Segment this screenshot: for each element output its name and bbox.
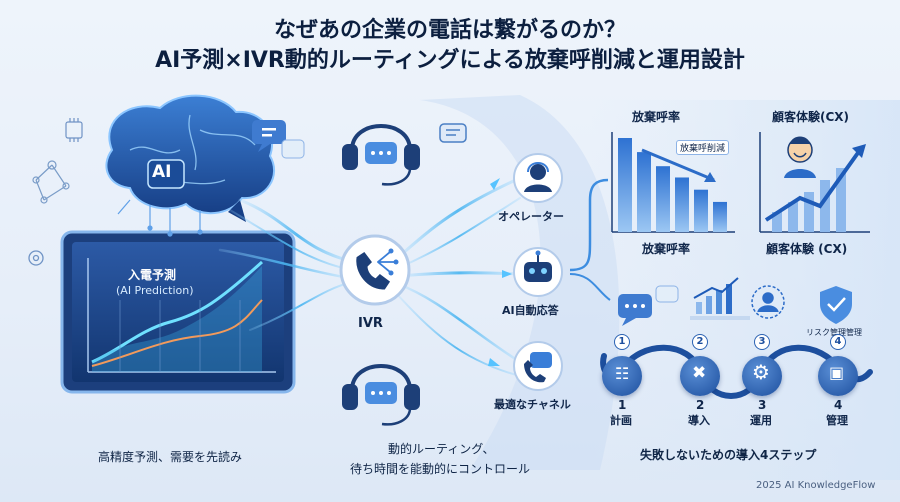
channel-operator-label: オペレーター	[498, 210, 564, 223]
abandon-bar-2	[637, 152, 651, 232]
risk-management-label: リスク管理管理	[806, 328, 862, 337]
footer-credit: 2025 AI KnowledgeFlow	[756, 480, 876, 491]
abandon-rate-bottom-label: 放棄呼率	[642, 242, 691, 256]
gear-icon: ⚙	[752, 360, 770, 384]
channel-chat-phone-circle	[513, 341, 563, 391]
chip-icon	[65, 118, 83, 142]
abandon-bar-series	[618, 138, 727, 232]
ai-brain-icon	[105, 94, 276, 222]
abandon-bar-1	[618, 138, 632, 232]
ivr-hub	[339, 234, 411, 306]
forecast-label: 入電予測	[128, 268, 177, 282]
abandon-reduction-tag: 放棄呼削減	[676, 140, 730, 155]
step-3-number-text: 3	[758, 398, 767, 412]
center-caption-line-1: 動的ルーティング、	[388, 442, 495, 456]
step-1-label: 計画	[610, 414, 632, 427]
shield-check-icon	[820, 286, 852, 324]
chat-bubble-small-icon	[439, 123, 467, 143]
step-4-circle	[818, 356, 858, 396]
step-2-number-text: 2	[696, 398, 705, 412]
cx-bottom-label: 顧客体験 (CX)	[766, 242, 848, 256]
briefcase-icon: ▣	[829, 363, 845, 382]
happy-customer-icon	[784, 136, 816, 178]
headset-bottom-icon	[342, 364, 420, 426]
chat-bubble-icon	[252, 120, 305, 159]
clipboard-icon: ☷	[615, 364, 630, 383]
step-3-number: 3	[754, 334, 770, 350]
abandon-rate-title: 放棄呼率	[632, 110, 681, 124]
step-2-label: 導入	[688, 414, 710, 427]
chat-bubble-steps-icon	[618, 285, 679, 326]
step-1-circle	[602, 356, 642, 396]
step-3-label: 運用	[750, 414, 772, 427]
title-line-2: AI予測×IVR動的ルーティングによる放棄呼削減と運用設計	[155, 48, 745, 73]
channel-robot-circle	[513, 247, 563, 297]
step-3-circle	[742, 356, 782, 396]
left-caption: 高精度予測、需要を先読み	[98, 450, 243, 464]
step-2-circle	[680, 356, 720, 396]
growth-chart-icon	[690, 277, 750, 320]
gear-deco-icon	[28, 250, 44, 266]
right-caption: 失敗しないための導入4ステップ	[640, 448, 817, 462]
title-line-1: なぜあの企業の電話は繋がるのか？	[273, 18, 626, 43]
abandon-bar-5	[694, 189, 708, 232]
target-user-icon	[751, 285, 785, 319]
step-4-label: 管理	[826, 414, 848, 427]
headset-top-icon	[342, 124, 420, 186]
channel-robot-label: AI自動応答	[502, 304, 559, 317]
forecast-sub-label: (AI Prediction)	[116, 284, 194, 297]
channel-chat-label: 最適なチャネル	[494, 398, 571, 411]
step-2-number: 2	[692, 334, 708, 350]
abandon-bar-3	[656, 166, 670, 232]
step-1-number-text: 1	[618, 398, 627, 412]
headset-chat-bubble	[365, 142, 397, 164]
step-4-number-text: 4	[834, 398, 843, 412]
network-icon	[32, 160, 70, 204]
ivr-label: IVR	[358, 316, 383, 331]
ivr-phone-icon	[356, 248, 399, 290]
abandon-bar-4	[675, 177, 689, 232]
step-4-number: 4	[830, 334, 846, 350]
page-title: なぜあの企業の電話は繋がるのか？ AI予測×IVR動的ルーティングによる放棄呼削…	[0, 16, 900, 76]
wrench-icon: ✖	[692, 363, 707, 383]
center-caption-line-2: 待ち時間を能動的にコントロール	[350, 462, 531, 476]
cx-title: 顧客体験(CX)	[772, 110, 850, 124]
abandon-bar-6	[713, 201, 727, 232]
ai-badge: AI	[152, 162, 172, 182]
channel-operator-circle	[513, 153, 563, 203]
step-1-number: 1	[614, 334, 630, 350]
